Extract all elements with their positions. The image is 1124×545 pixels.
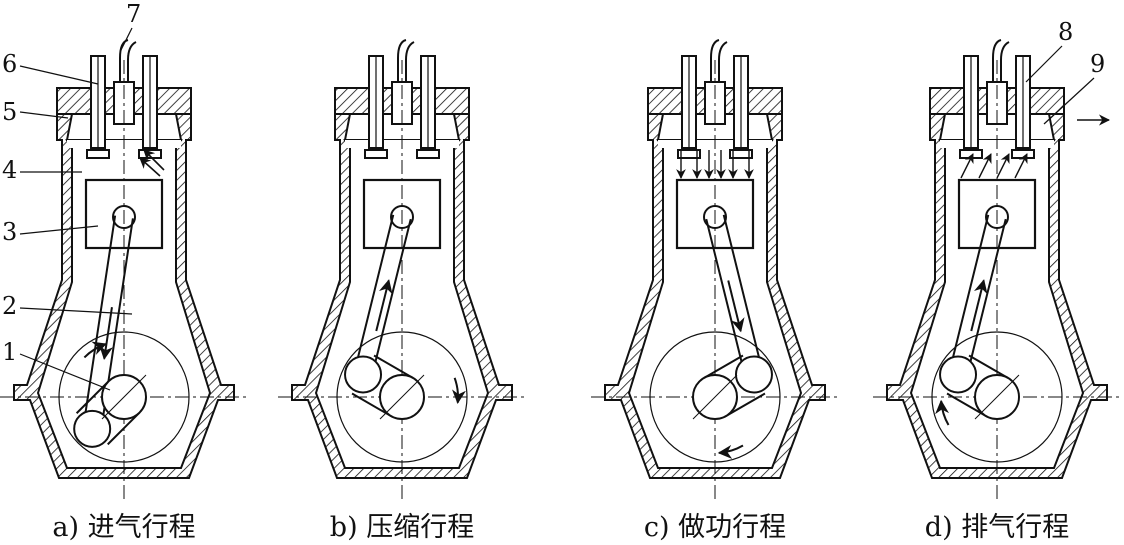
crank-pin [344,355,383,394]
exhaust-valve-head [416,149,440,159]
spark-plug-wire [119,39,129,82]
connecting-rod [353,214,412,377]
connecting-rod [705,214,764,377]
piston-motion-arrow [375,279,393,332]
caption-a: a) 进气行程 [52,512,196,543]
intake-flow-arrow [139,157,161,177]
crank-web [703,354,766,417]
spark-plug-wire [397,39,407,82]
exhaust-valve-head [729,149,753,159]
crank-pin [73,409,112,448]
part-label-7-leader [119,27,133,53]
crank-rotation-arrow [452,377,466,405]
spark-plug-wire [710,39,720,82]
crank-path-circle [649,331,781,463]
part-label-9: 9 [1090,50,1105,78]
crank-web [351,354,414,417]
exhaust-flow-arrow [960,153,974,179]
crank-rotation-arrow [717,444,744,459]
part-label-8: 8 [1058,18,1073,46]
engine-panel-b [278,39,526,500]
part-label-2: 2 [2,292,17,320]
part-label-2-leader [19,307,133,315]
intake-valve-head [86,149,110,159]
connecting-rod [948,214,1007,377]
spark-plug-wire [718,41,728,82]
part-label-3-leader [19,225,99,235]
part-label-4: 4 [2,156,17,184]
part-label-6-leader [19,65,99,85]
intake-flow-arrow [143,149,165,171]
piston-motion-arrow [970,279,988,332]
part-label-5-leader [19,111,69,119]
part-label-8-leader [1025,45,1063,83]
part-label-1: 1 [2,338,17,366]
spark-plug-wire [992,39,1002,82]
intake-valve-head [677,149,701,159]
exhaust-flow-arrow [1014,153,1028,179]
exhaust-valve-head [1011,149,1035,159]
crank-web [946,354,1009,417]
caption-d: d) 排气行程 [924,512,1070,543]
crank-path-circle [931,331,1063,463]
part-label-3: 3 [2,218,17,246]
spark-plug-wire [1000,41,1010,82]
intake-valve-head [364,149,388,159]
crank-pin [939,355,978,394]
spark-plug-wire [405,41,415,82]
caption-c: c) 做功行程 [643,512,787,543]
engine-panel-c [591,39,839,500]
spark-plug-wire [127,41,137,82]
crank-rotation-arrow [83,341,107,359]
part-label-5: 5 [2,98,17,126]
exhaust-flow-arrow [978,153,992,179]
crank-path-circle [336,331,468,463]
exhaust-flow-arrow [996,153,1010,179]
engine-panel-d [873,39,1121,500]
part-label-9-leader [1043,77,1095,125]
crank-pin [734,355,773,394]
part-label-6: 6 [2,50,17,78]
engine-panel-a [0,39,248,500]
crank-rotation-arrow [935,399,950,426]
piston-motion-arrow [727,280,745,333]
four-stroke-engine-diagram: 1 2 3 4 5 6 7 89 [0,0,1121,500]
crank-path-circle [58,331,190,463]
caption-b: b) 压缩行程 [329,512,475,543]
part-label-1-leader [19,353,111,391]
part-label-7: 7 [126,0,141,28]
